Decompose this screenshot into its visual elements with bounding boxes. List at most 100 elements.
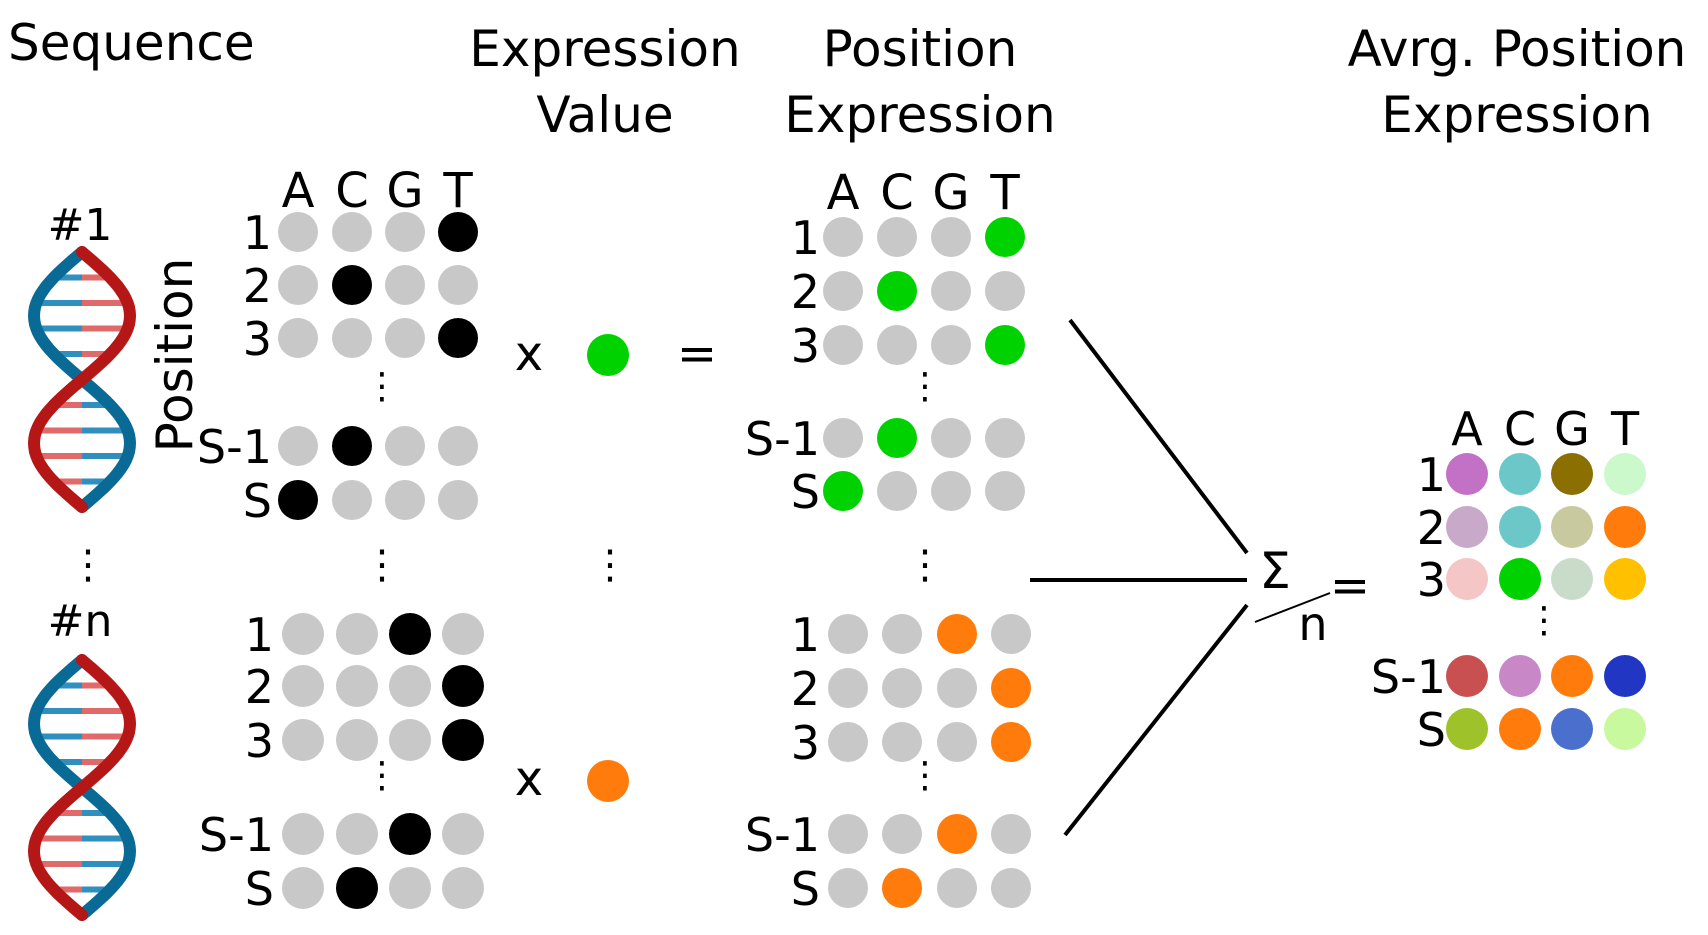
matrix-cell <box>1446 506 1488 548</box>
base-label-g: G <box>1554 402 1590 456</box>
matrix-cell <box>877 271 917 311</box>
matrix-cell <box>1604 558 1646 600</box>
row-label: S-1 <box>1371 650 1446 704</box>
matrix-cell <box>1551 506 1593 548</box>
matrix-cell <box>882 868 922 908</box>
header-sequence: Sequence <box>8 14 255 72</box>
matrix-cell <box>985 471 1025 511</box>
matrix-cell <box>385 480 425 520</box>
matrix-cell <box>1604 453 1646 495</box>
matrix-cell <box>336 813 378 855</box>
row-label: 2 <box>1417 501 1446 555</box>
matrix-cell <box>1446 708 1488 750</box>
row-label: S <box>243 474 272 528</box>
position-axis-label: Position <box>146 258 204 453</box>
matrix-cell <box>882 814 922 854</box>
row-label: 3 <box>243 312 272 366</box>
matrix-cell <box>1604 655 1646 697</box>
matrix-cell <box>937 868 977 908</box>
expression-value-dot-seqn <box>587 760 629 802</box>
row-label: 2 <box>243 259 272 313</box>
row-label: 2 <box>791 662 820 716</box>
matrix-cell <box>442 665 484 707</box>
matrix-cell <box>278 212 318 252</box>
matrix-cell <box>278 480 318 520</box>
matrix-cell <box>278 426 318 466</box>
header-avg-position-expression-line1: Avrg. Position <box>1348 20 1687 78</box>
grid-ellipsis-mid: ⋮ <box>905 542 945 588</box>
matrix-cell <box>985 217 1025 257</box>
matrix-cell <box>282 813 324 855</box>
row-label: S <box>1417 703 1446 757</box>
row-ellipsis: ⋮ <box>364 366 400 407</box>
matrix-cell <box>991 814 1031 854</box>
matrix-cell <box>823 271 863 311</box>
matrix-cell <box>877 325 917 365</box>
matrix-cell <box>336 665 378 707</box>
matrix-cell <box>823 325 863 365</box>
matrix-cell <box>931 418 971 458</box>
row-label: 3 <box>791 319 820 373</box>
result-equals: = <box>1330 558 1370 614</box>
matrix-cell <box>282 613 324 655</box>
base-label-c: C <box>880 165 914 221</box>
matrix-cell <box>828 668 868 708</box>
header-avg-position-expression-line2: Expression <box>1381 86 1652 144</box>
matrix-cell <box>438 480 478 520</box>
row-ellipsis: ⋮ <box>364 755 400 796</box>
matrix-cell <box>385 212 425 252</box>
matrix-cell <box>389 613 431 655</box>
matrix-cell <box>332 212 372 252</box>
matrix-cell <box>389 665 431 707</box>
expression-value-dot-seq1 <box>587 334 629 376</box>
matrix-cell <box>823 217 863 257</box>
matrix-cell <box>389 813 431 855</box>
sequence-label-n: #n <box>48 596 113 647</box>
matrix-cell <box>336 719 378 761</box>
matrix-cell <box>877 418 917 458</box>
base-label-c: C <box>1504 402 1536 456</box>
matrix-cell <box>985 271 1025 311</box>
matrix-cell <box>823 471 863 511</box>
matrix-cell <box>1446 453 1488 495</box>
row-label: 1 <box>243 206 272 260</box>
avg-grid-ellipsis: ⋮ <box>1526 600 1562 641</box>
matrix-cell <box>1499 708 1541 750</box>
header-position-expression-line1: Position <box>823 20 1018 78</box>
matrix-cell <box>1551 453 1593 495</box>
base-label-a: A <box>827 165 860 221</box>
matrix-cell <box>985 325 1025 365</box>
matrix-cell <box>1446 655 1488 697</box>
matrix-cell <box>828 868 868 908</box>
base-label-c: C <box>335 163 369 219</box>
matrix-cell <box>442 719 484 761</box>
matrix-cell <box>991 868 1031 908</box>
matrix-cell <box>389 867 431 909</box>
matrix-cell <box>278 265 318 305</box>
matrix-cell <box>937 668 977 708</box>
matrix-cell <box>1551 558 1593 600</box>
matrix-cell <box>882 668 922 708</box>
equals-operator-seq1: = <box>677 326 717 382</box>
times-operator-seqn: x <box>515 751 543 807</box>
sum-divisor: n <box>1298 597 1327 651</box>
row-label: S-1 <box>197 420 272 474</box>
row-label: S-1 <box>199 808 274 862</box>
row-label: 3 <box>245 714 274 768</box>
matrix-cell <box>882 722 922 762</box>
header-expression-value-line1: Expression <box>469 20 740 78</box>
matrix-cell <box>389 719 431 761</box>
matrix-cell <box>828 814 868 854</box>
row-label: S <box>245 862 274 916</box>
base-label-g: G <box>386 163 423 219</box>
matrix-cell <box>985 418 1025 458</box>
row-label: S <box>791 465 820 519</box>
matrix-cell <box>282 719 324 761</box>
matrix-cell <box>438 318 478 358</box>
row-label: 3 <box>1417 553 1446 607</box>
matrix-cell <box>385 426 425 466</box>
row-label: S-1 <box>745 808 820 862</box>
